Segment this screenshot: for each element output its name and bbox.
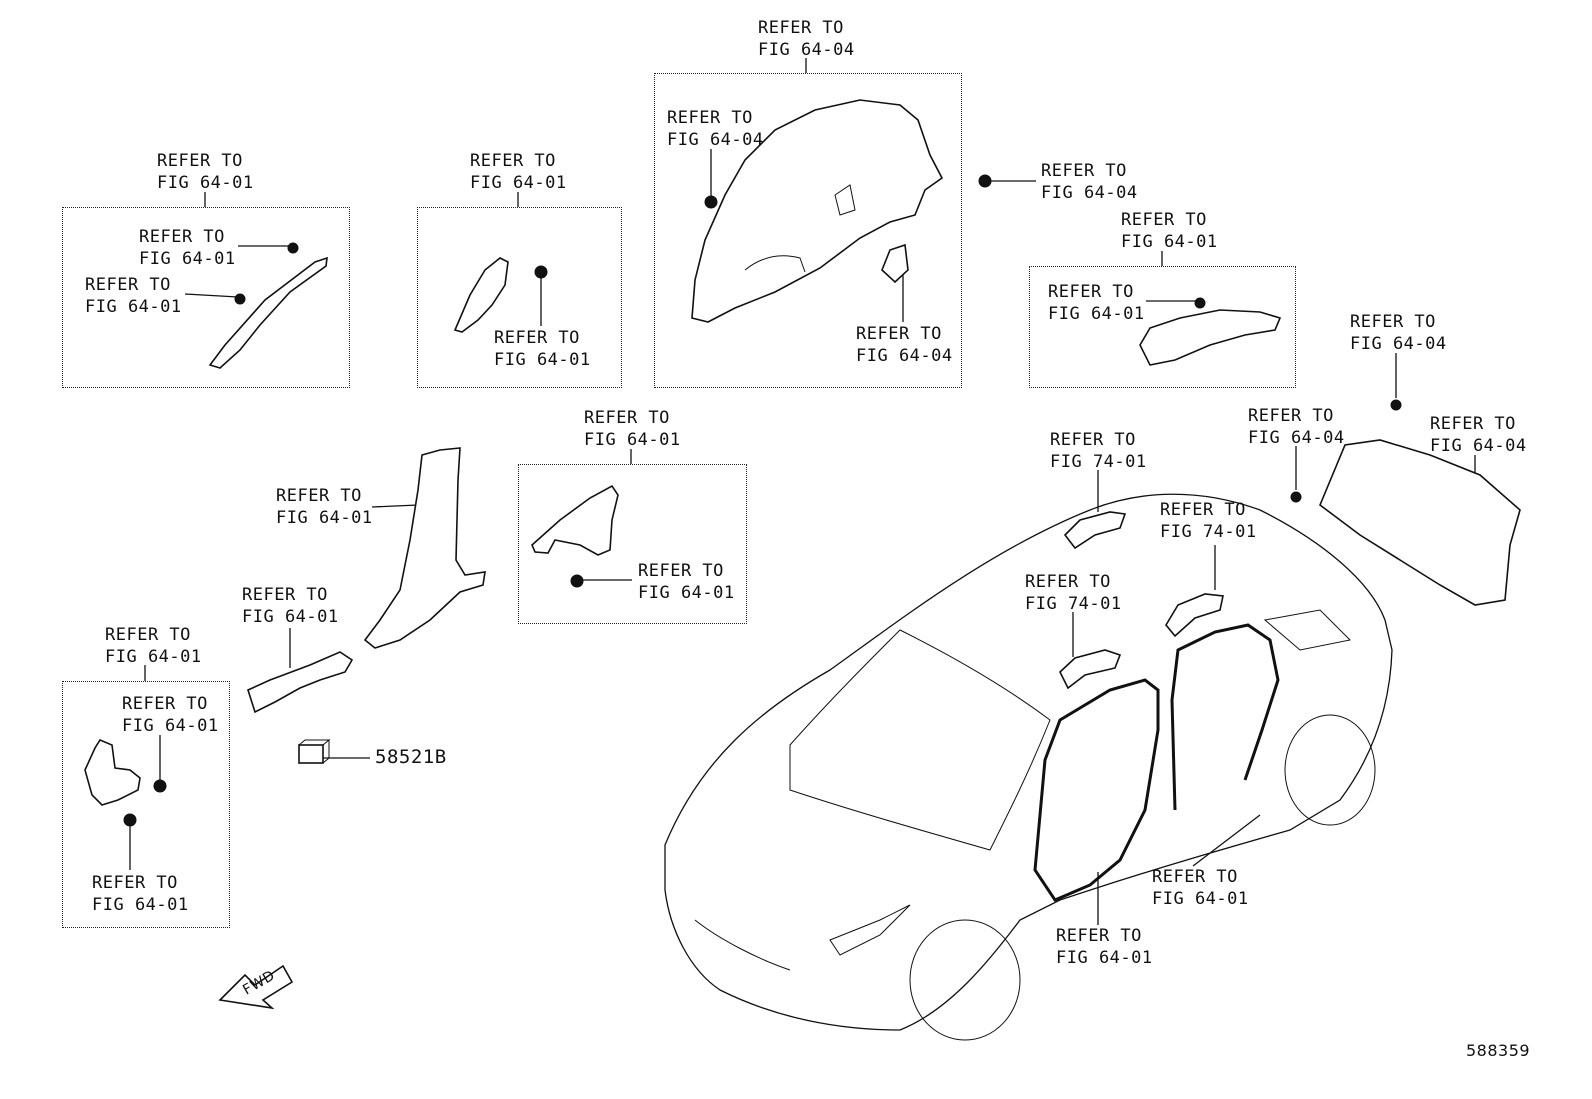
callout-rear-clip-b: REFER TO FIG 64-04 xyxy=(1248,406,1345,448)
callout-box6-header: REFER TO FIG 64-01 xyxy=(105,625,202,667)
leader-lines xyxy=(129,58,1476,925)
figure-id: 588359 xyxy=(1466,1041,1531,1060)
callout-box1-clip-a: REFER TO FIG 64-01 xyxy=(139,227,236,269)
quarter-trim-part xyxy=(691,99,944,323)
callout-box-3 xyxy=(654,73,962,388)
vehicle-outline xyxy=(664,493,1393,1041)
callout-pillar: REFER TO FIG 64-01 xyxy=(276,486,373,528)
center-pillar-upper-part xyxy=(453,257,548,333)
callout-top-center: REFER TO FIG 64-04 xyxy=(758,18,855,60)
assist-grip-mid xyxy=(1165,593,1224,638)
callout-box1-header: REFER TO FIG 64-01 xyxy=(157,151,254,193)
callout-grip-front: REFER TO FIG 74-01 xyxy=(1025,572,1122,614)
callout-box6-clip-a: REFER TO FIG 64-01 xyxy=(122,694,219,736)
callout-box5-header: REFER TO FIG 64-01 xyxy=(584,408,681,450)
callout-rear-clip-a: REFER TO FIG 64-04 xyxy=(1350,312,1447,354)
callout-scuff: REFER TO FIG 64-01 xyxy=(242,585,339,627)
callout-box1-clip-b: REFER TO FIG 64-01 xyxy=(85,275,182,317)
callout-box5-clip: REFER TO FIG 64-01 xyxy=(638,561,735,603)
scuff-plate-part xyxy=(247,651,354,714)
part-number-label: 58521B xyxy=(375,746,447,768)
callout-box-6 xyxy=(62,681,230,928)
callout-weatherstrip-front: REFER TO FIG 64-01 xyxy=(1056,926,1153,968)
callout-weatherstrip-rear: REFER TO FIG 64-01 xyxy=(1152,867,1249,909)
assist-grip-rear xyxy=(1063,511,1127,550)
rear-lower-trim-part xyxy=(1139,297,1282,366)
part-58521b-icon xyxy=(298,738,331,764)
callout-box6-clip-b: REFER TO FIG 64-01 xyxy=(92,873,189,915)
cowl-side-trim-part xyxy=(531,484,619,588)
callout-box4-clip: REFER TO FIG 64-01 xyxy=(1048,282,1145,324)
rear-door-weatherstrip xyxy=(1170,623,1280,811)
callout-box4-header: REFER TO FIG 64-01 xyxy=(1121,210,1218,252)
pillar-garnish-part xyxy=(208,242,328,369)
cowl-side-lower-part xyxy=(84,739,167,827)
clip-icon xyxy=(978,174,992,188)
callout-box-5 xyxy=(518,464,747,624)
callout-rear-trim: REFER TO FIG 64-04 xyxy=(1430,414,1527,456)
callout-box3-clip: REFER TO FIG 64-04 xyxy=(667,108,764,150)
callout-grip-mid: REFER TO FIG 74-01 xyxy=(1160,500,1257,542)
assist-grip-front xyxy=(1059,649,1122,690)
front-door-weatherstrip xyxy=(1033,678,1160,902)
callout-box-1 xyxy=(62,207,350,388)
callout-box3-cover: REFER TO FIG 64-04 xyxy=(856,324,953,366)
callout-right-clip: REFER TO FIG 64-04 xyxy=(1041,161,1138,203)
callout-grip-rear: REFER TO FIG 74-01 xyxy=(1050,430,1147,472)
back-door-trim-part xyxy=(1290,399,1521,606)
callout-box-2 xyxy=(417,207,622,388)
fwd-arrow-icon xyxy=(218,964,294,1010)
callout-box2-header: REFER TO FIG 64-01 xyxy=(470,151,567,193)
callout-box-4 xyxy=(1029,266,1296,388)
center-pillar-lower-part xyxy=(363,447,486,649)
callout-box2-clip: REFER TO FIG 64-01 xyxy=(494,328,591,370)
